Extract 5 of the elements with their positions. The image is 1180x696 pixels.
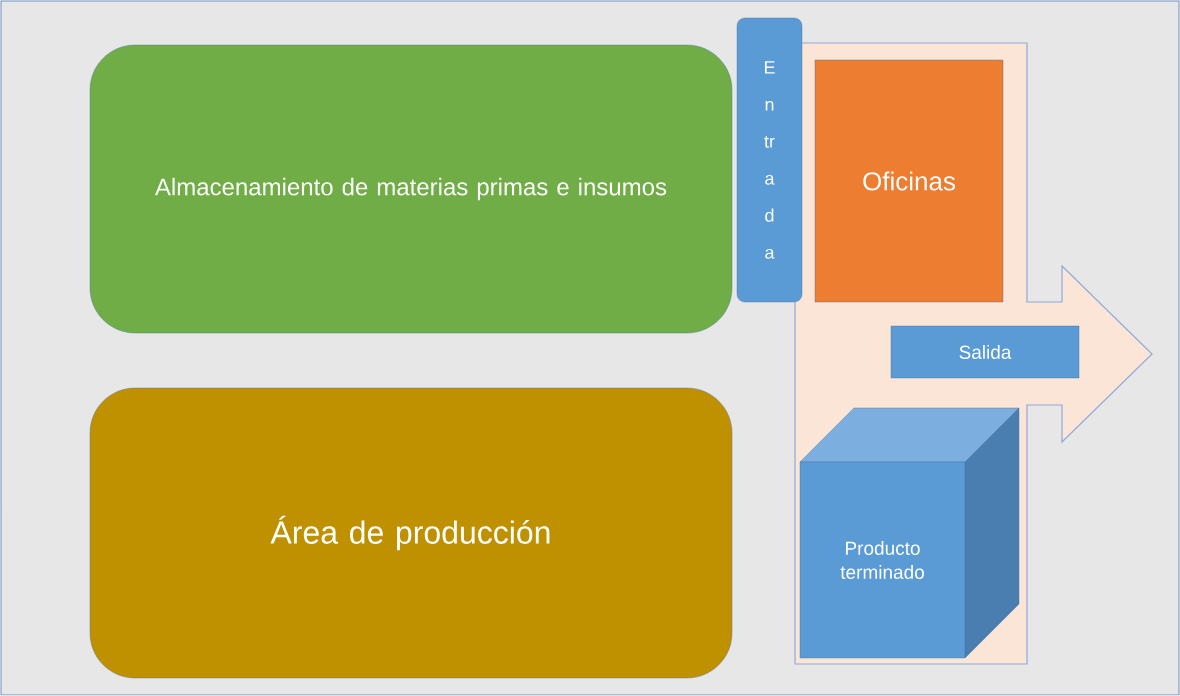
entrance-label-box: Entrada [736,17,803,303]
storage-area-box: Almacenamiento de materias primas e insumos [89,44,733,334]
exit-box: Salida [890,325,1080,379]
office-box: Oficinas [814,59,1004,303]
production-area-box: Área de producción [89,387,733,679]
